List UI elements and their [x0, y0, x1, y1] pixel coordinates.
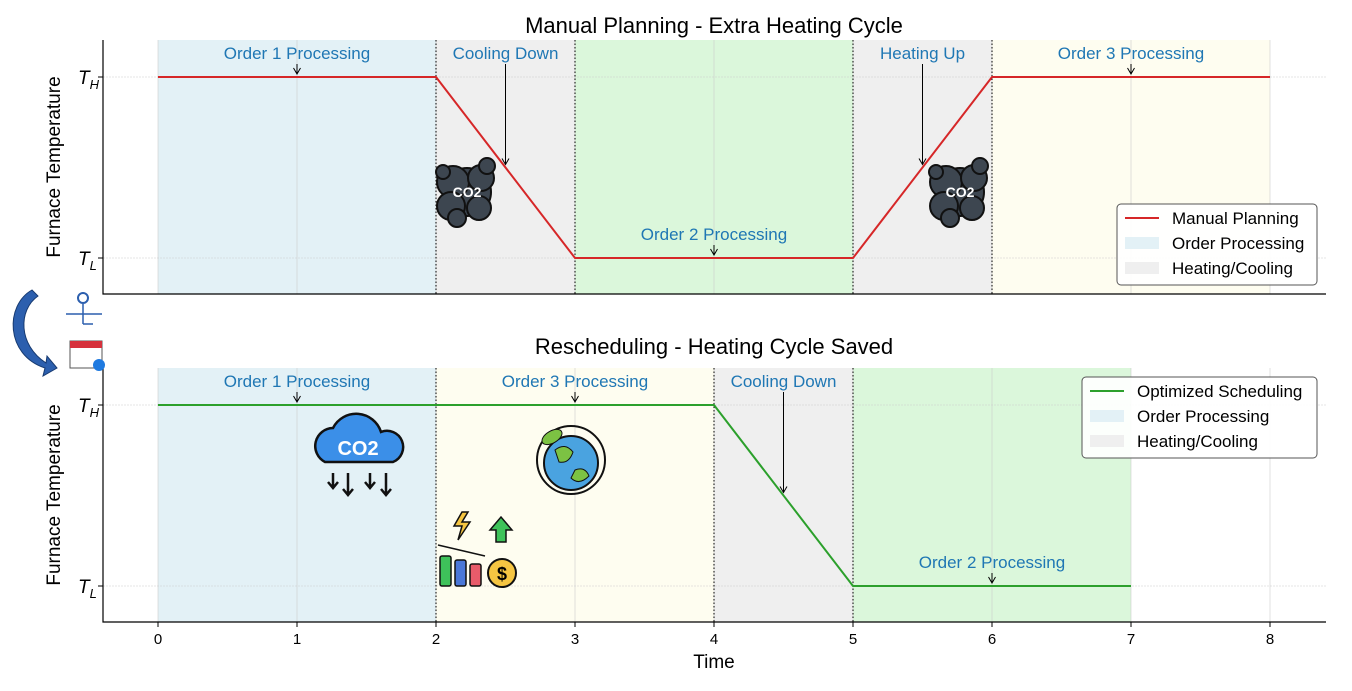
legend-swatch [1090, 435, 1124, 447]
annotation-label: Cooling Down [731, 372, 837, 391]
gear-icon [77, 292, 89, 304]
arrowhead [501, 158, 510, 166]
y-axis-label: Furnace Temperature [44, 76, 65, 257]
x-tick-label: 1 [293, 631, 301, 648]
legend-entry: Order Processing [1172, 234, 1304, 253]
bar [439, 555, 452, 587]
trend-line [437, 544, 486, 557]
axes-frame [102, 368, 1326, 623]
panel-1: Manual Planning - Extra Heating CycleFur… [44, 13, 1326, 295]
earth-leaf-icon [536, 425, 606, 495]
bar [454, 559, 467, 587]
up-arrow [488, 515, 514, 543]
earth-ring [536, 425, 606, 495]
y-tick-label: TH [78, 68, 100, 92]
smoke-puff [478, 157, 496, 175]
x-tick-label: 6 [988, 631, 996, 648]
annotation-label: Cooling Down [453, 44, 559, 63]
x-tick-label: 3 [571, 631, 579, 648]
annotation-label: Order 1 Processing [224, 372, 370, 391]
smoke-puff [959, 195, 985, 221]
annotation-label: Order 1 Processing [224, 44, 370, 63]
lightning [452, 511, 472, 541]
calendar-header [70, 341, 102, 348]
reschedule-icons [12, 289, 105, 378]
y-tick-label: TL [78, 249, 97, 273]
arrowhead [918, 158, 927, 166]
arrowhead [988, 576, 996, 584]
arrowhead [1127, 67, 1135, 75]
legend-box [1081, 376, 1318, 459]
smoke-puff [435, 164, 451, 180]
annotation-label: Order 3 Processing [502, 372, 648, 391]
co2-smoke-icon: CO2 [435, 157, 496, 228]
axes-frame [102, 40, 1326, 295]
smoke-puff [928, 164, 944, 180]
legend-swatch [1125, 237, 1159, 249]
annotation-label: Order 2 Processing [641, 225, 787, 244]
chart-title: Manual Planning - Extra Heating Cycle [525, 13, 903, 38]
co2-text: CO2 [946, 184, 975, 200]
legend-entry: Optimized Scheduling [1137, 382, 1302, 401]
bar [469, 563, 482, 587]
y-axis-label: Furnace Temperature [44, 404, 65, 585]
legend-entry: Heating/Cooling [1172, 259, 1293, 278]
smoke-puff [971, 157, 989, 175]
arrowhead [293, 395, 301, 403]
annotation-label: Order 2 Processing [919, 553, 1065, 572]
curved-arrow-icon [12, 289, 58, 378]
co2-text: CO2 [337, 438, 378, 460]
down-arrow [380, 473, 392, 497]
legend-entry: Manual Planning [1172, 209, 1299, 228]
series-line [158, 404, 1131, 587]
clock-icon [93, 359, 105, 371]
legend-box [1116, 203, 1318, 286]
smoke-puff [940, 208, 960, 228]
x-tick-label: 8 [1266, 631, 1274, 648]
x-tick-label: 5 [849, 631, 857, 648]
smoke-puff [447, 208, 467, 228]
chart-title: Rescheduling - Heating Cycle Saved [535, 334, 893, 359]
annotation-label: Order 3 Processing [1058, 44, 1204, 63]
legend-swatch [1125, 262, 1159, 274]
dollar-sign: $ [497, 564, 507, 584]
x-tick-label: 0 [154, 631, 162, 648]
down-arrow [327, 473, 339, 490]
x-tick-label: 4 [710, 631, 718, 648]
legend-entry: Heating/Cooling [1137, 432, 1258, 451]
co2-smoke-icon: CO2 [928, 157, 989, 228]
coin [487, 558, 517, 588]
arrowhead [779, 486, 788, 494]
x-tick-label: 2 [432, 631, 440, 648]
flowchart-icon [66, 304, 102, 325]
co2-text: CO2 [453, 184, 482, 200]
series-line [158, 76, 1270, 259]
arrowhead [571, 395, 579, 403]
legend-entry: Order Processing [1137, 407, 1269, 426]
cost-savings-icon: $ [437, 511, 517, 588]
earth-land [554, 446, 590, 482]
co2-cloud-icon: CO2 [314, 412, 405, 497]
annotation-label: Heating Up [880, 44, 965, 63]
y-tick-label: TL [78, 577, 97, 601]
arrowhead [293, 67, 301, 75]
arrowhead [710, 248, 718, 256]
y-tick-label: TH [78, 396, 100, 420]
cloud-shape [314, 412, 405, 464]
down-arrow [342, 473, 354, 497]
down-arrow [364, 473, 376, 490]
legend-swatch [1090, 410, 1124, 422]
x-axis-label: Time [693, 652, 735, 673]
panel-2: Rescheduling - Heating Cycle SavedFurnac… [44, 334, 1326, 673]
leaf [541, 428, 563, 446]
smoke-puff [466, 195, 492, 221]
x-tick-label: 7 [1127, 631, 1135, 648]
